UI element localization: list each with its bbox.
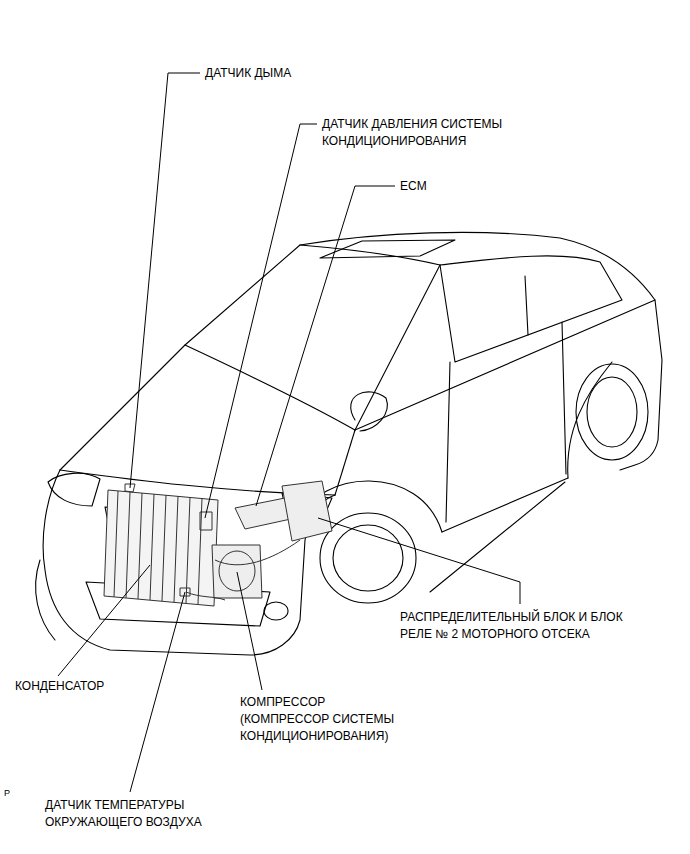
drawing-stroke <box>335 430 355 495</box>
drawing-stroke <box>320 240 455 258</box>
drawing-stroke <box>430 482 565 592</box>
label-line: (КОМПРЕССОР СИСТЕМЫ <box>240 711 397 728</box>
drawing-stroke <box>568 362 612 478</box>
leader-lines <box>58 73 520 792</box>
drawing-stroke <box>264 602 288 620</box>
drawing-stroke <box>576 364 648 460</box>
drawing-stroke <box>186 540 300 600</box>
label-line: КОНДЕНСАТОР <box>15 678 104 695</box>
drawing-stroke <box>440 256 622 362</box>
label-line: ECM <box>400 178 427 195</box>
label-line: РЕЛЕ № 2 МОТОРНОГО ОТСЕКА <box>400 626 626 643</box>
drawing-stroke <box>104 490 218 606</box>
drawing-stroke <box>587 377 637 447</box>
drawing-stroke <box>219 551 255 591</box>
label-line: КОНДИЦИОНИРОВАНИЯ <box>322 133 506 150</box>
label-line: КОМПРЕССОР <box>240 694 397 711</box>
label-line: ДАТЧИК ТЕМПЕРАТУРЫ <box>45 797 202 814</box>
label-line: РАСПРЕДЕЛИТЕЛЬНЫЙ БЛОК И БЛОК <box>400 609 626 626</box>
drawing-stroke <box>300 245 440 265</box>
drawing-stroke <box>256 186 395 506</box>
drawing-stroke <box>212 545 262 598</box>
label-line: P <box>4 785 10 802</box>
drawing-stroke <box>318 518 520 604</box>
drawing-stroke <box>525 276 528 335</box>
part-label: ECM <box>400 178 427 195</box>
ac-components <box>104 481 332 606</box>
part-label: ДАТЧИК ДЫМА <box>205 65 291 82</box>
part-label: ДАТЧИК ТЕМПЕРАТУРЫ ОКРУЖАЮЩЕГО ВОЗДУХА <box>45 797 202 831</box>
drawing-stroke <box>333 525 403 591</box>
drawing-stroke <box>355 265 440 430</box>
part-label: ДАТЧИК ДАВЛЕНИЯ СИСТЕМЫ КОНДИЦИОНИРОВАНИ… <box>322 116 506 150</box>
drawing-stroke <box>205 124 317 518</box>
part-label: P <box>4 785 10 802</box>
part-label: КОНДЕНСАТОР <box>15 678 104 695</box>
drawing-stroke <box>130 73 200 488</box>
drawing-stroke <box>282 481 332 541</box>
drawing-stroke <box>58 565 150 676</box>
drawing-stroke <box>562 322 566 474</box>
label-line: ОКРУЖАЮЩЕГО ВОЗДУХА <box>45 814 202 831</box>
drawing-stroke <box>237 572 262 690</box>
drawing-stroke <box>185 345 355 430</box>
drawing-stroke <box>48 473 100 506</box>
drawing-stroke <box>114 491 202 604</box>
drawing-stroke <box>43 470 335 655</box>
label-line: ДАТЧИК ДАВЛЕНИЯ СИСТЕМЫ <box>322 116 506 133</box>
label-line: ДАТЧИК ДЫМА <box>205 65 291 82</box>
drawing-stroke <box>442 478 568 532</box>
drawing-stroke <box>320 513 416 603</box>
car-body <box>36 232 662 655</box>
part-label: РАСПРЕДЕЛИТЕЛЬНЫЙ БЛОК И БЛОК РЕЛЕ № 2 М… <box>400 609 626 643</box>
drawing-stroke <box>36 560 55 640</box>
drawing-stroke <box>130 592 185 792</box>
label-line: КОНДИЦИОНИРОВАНИЯ) <box>240 728 397 745</box>
drawing-stroke <box>351 392 388 431</box>
part-label: КОМПРЕССОР (КОМПРЕССОР СИСТЕМЫ КОНДИЦИОН… <box>240 694 397 745</box>
drawing-stroke <box>446 362 450 522</box>
